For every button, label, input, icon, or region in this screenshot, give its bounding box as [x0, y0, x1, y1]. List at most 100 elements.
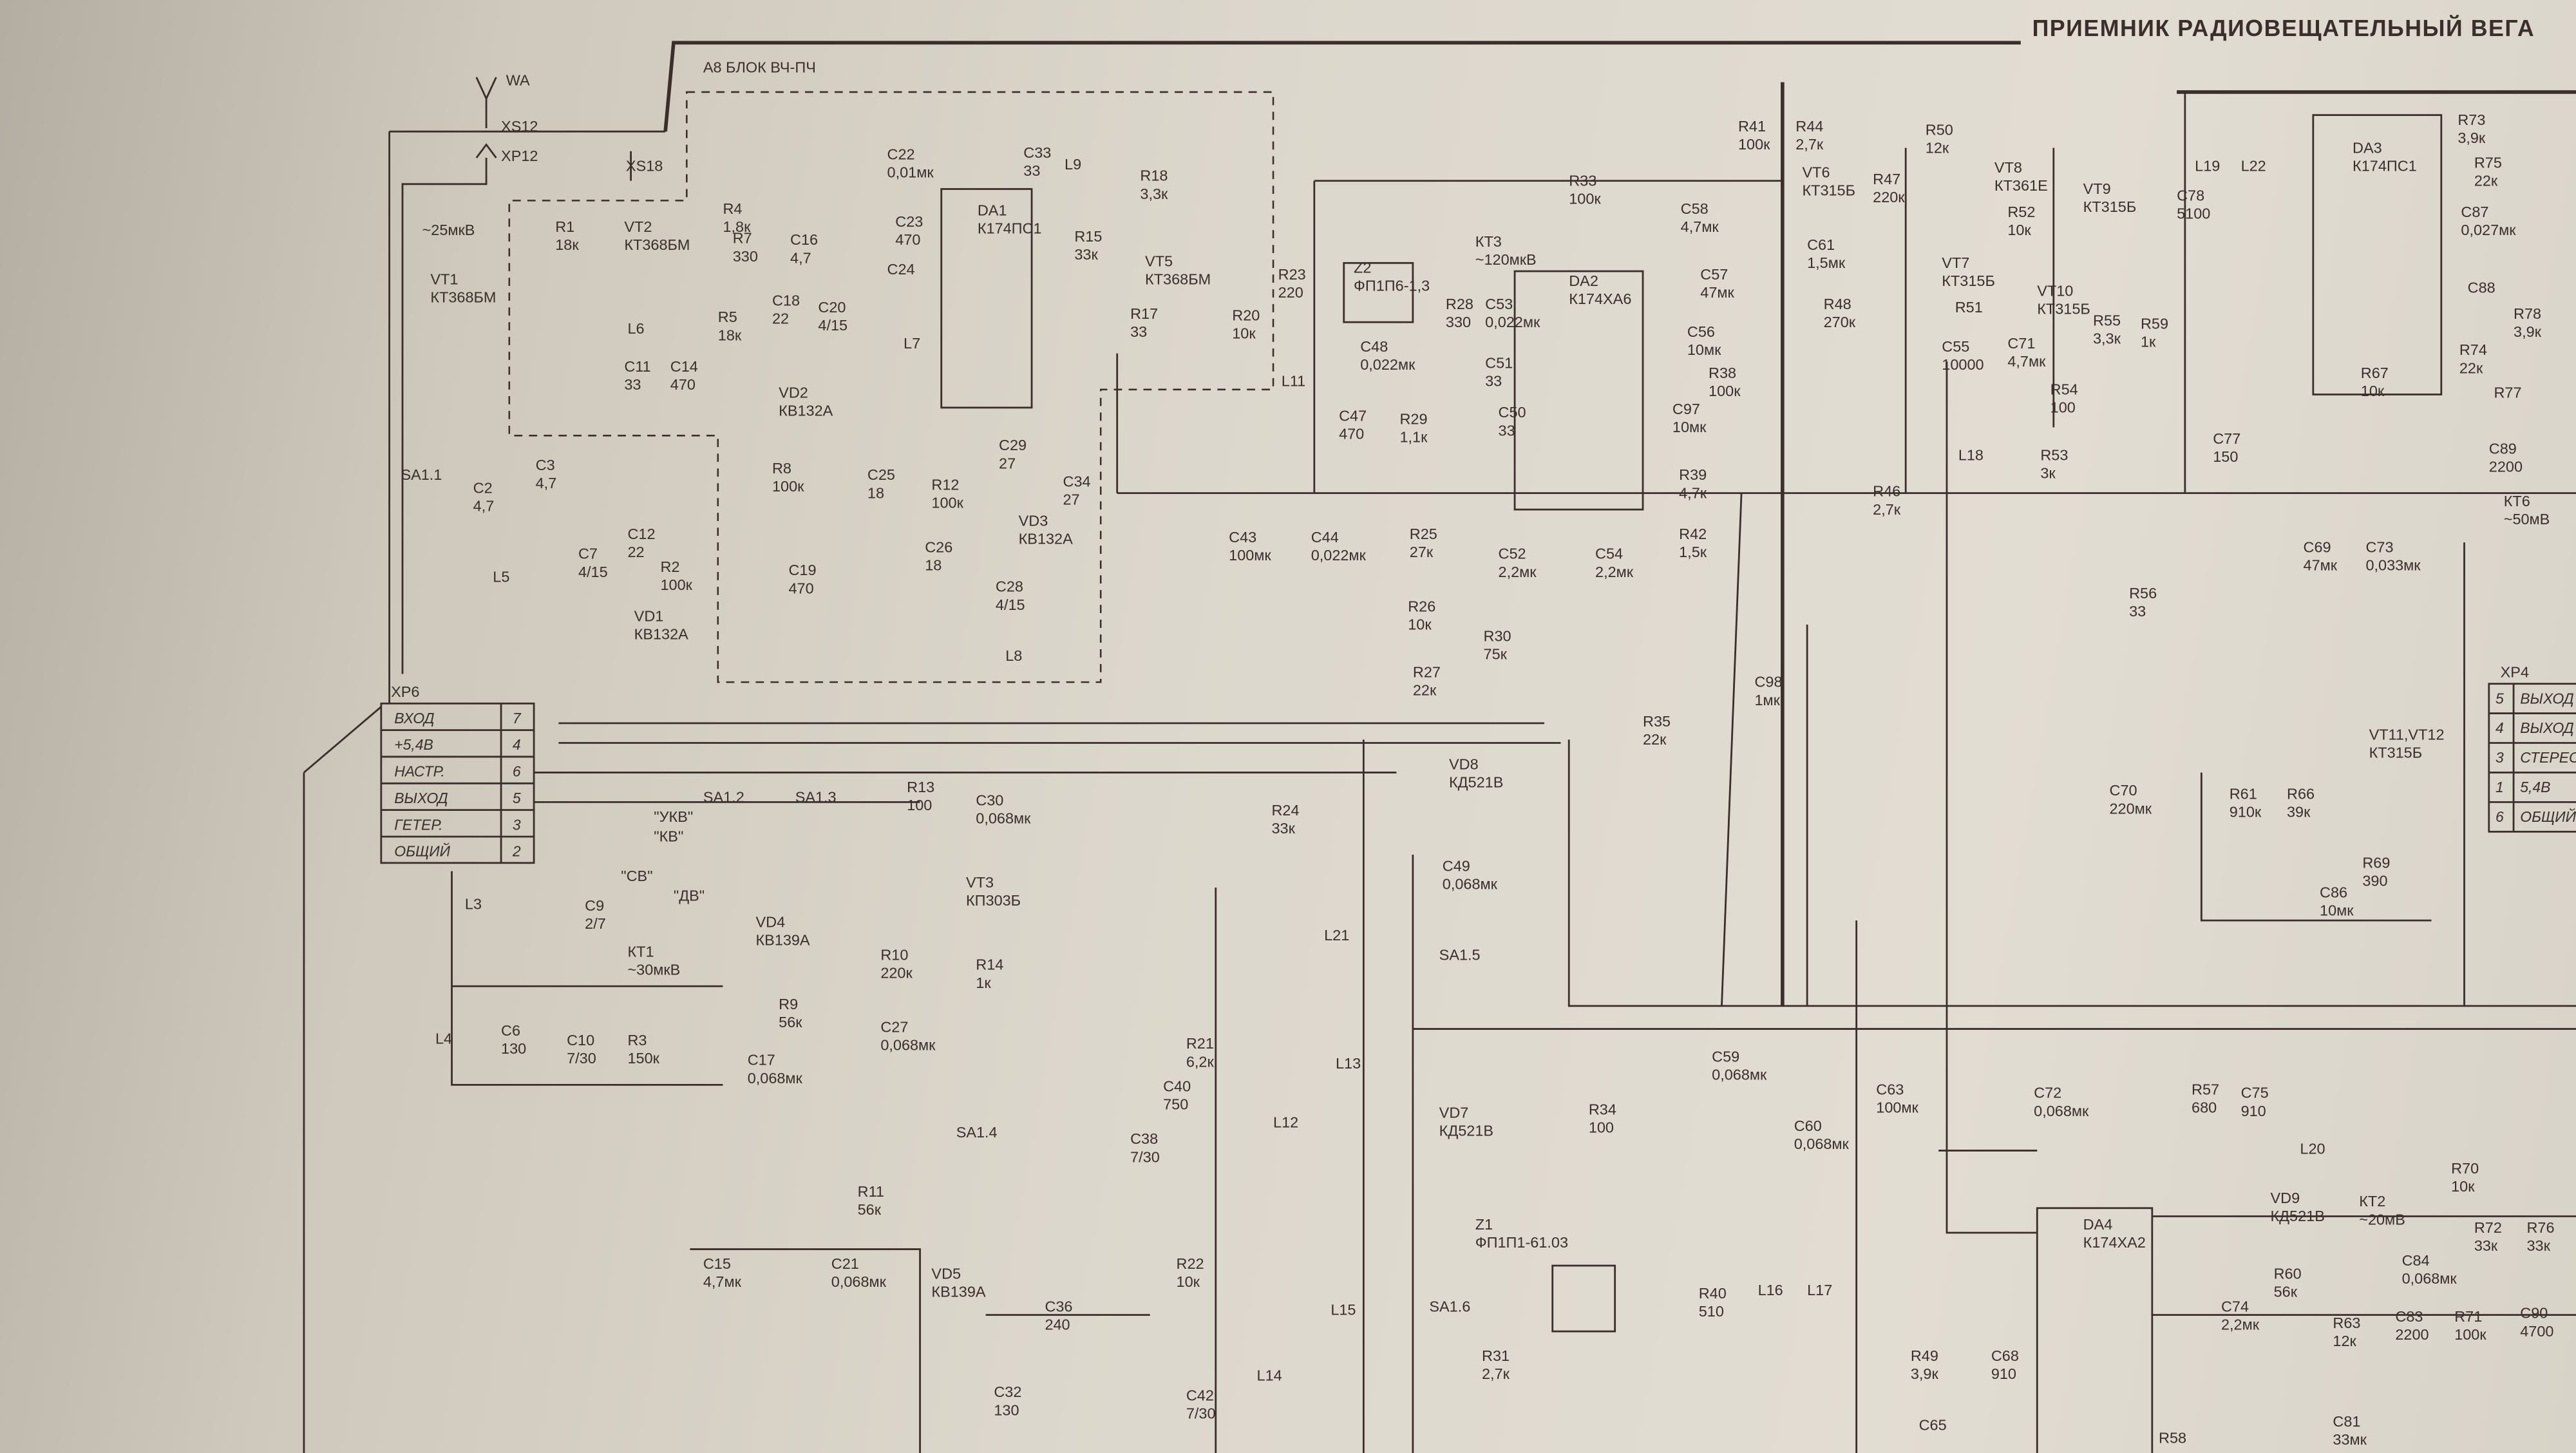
plug-xp12: XP12 [501, 147, 538, 164]
component-ref: R1 [555, 218, 574, 235]
component-ref: C18 [772, 292, 800, 309]
component-value: 4,7 [473, 498, 495, 515]
component-ref: R67 [2361, 365, 2389, 381]
component-value: 33к [2526, 1237, 2550, 1254]
component-value: 10к [2007, 222, 2031, 238]
component-value: 0,068мк [880, 1037, 936, 1054]
component-value: 22к [1413, 682, 1437, 699]
component-ref: КТ3 [1475, 233, 1502, 250]
connector-xp4-name: XP4 [2501, 663, 2529, 680]
component-value: 12к [1926, 139, 1949, 156]
component-ref: C90 [2520, 1305, 2548, 1322]
component-value: 100мк [1876, 1099, 1918, 1116]
component-value: 4,7 [790, 249, 811, 266]
component-value: 56к [2274, 1284, 2298, 1300]
component-ref: VD3 [1019, 513, 1048, 529]
xp4-pin-label: ВЫХОД [2520, 719, 2573, 736]
component-ref: SA1.2 [703, 788, 744, 805]
component-value: КТ315Б [2037, 300, 2090, 317]
component-value: 1,5мк [1807, 254, 1846, 271]
component-value: 33к [1271, 820, 1295, 837]
component-ref: R39 [1679, 466, 1707, 483]
component-ref: R18 [1140, 167, 1168, 184]
component-ref: C98 [1754, 674, 1782, 690]
component-value: 1,5к [1679, 544, 1707, 560]
xp6-pin-label: ВХОД [394, 710, 434, 726]
component-ref: L19 [2195, 157, 2220, 174]
component-ref: R35 [1643, 713, 1671, 730]
xp6-pin-label: ГЕТЕР. [394, 816, 442, 833]
component-value: 1к [976, 974, 991, 991]
component-value: 100мк [1229, 547, 1271, 564]
component-ref: C68 [1991, 1347, 2019, 1364]
component-value: 2,2мк [1499, 564, 1537, 580]
xp6-pin-label: +5,4В [394, 736, 433, 753]
component-ref: C10 [567, 1032, 594, 1049]
component-ref: R26 [1408, 598, 1435, 614]
component-ref: R72 [2474, 1219, 2502, 1236]
component-ref: DA3 [2353, 139, 2382, 156]
component-ref: VD2 [779, 385, 808, 401]
component-ref: R75 [2474, 154, 2502, 171]
component-ref: R3 [627, 1032, 647, 1049]
component-ref: L8 [1005, 647, 1022, 664]
component-value: 4,7мк [2007, 353, 2046, 370]
component-ref: C23 [895, 213, 923, 230]
xp6-pin-label: ВЫХОД [394, 790, 448, 806]
component-ref: VD4 [755, 913, 785, 930]
component-ref: C24 [887, 261, 915, 278]
component-value: КТ368БМ [430, 289, 496, 306]
component-value: 18 [867, 484, 884, 501]
component-ref: C58 [1681, 200, 1709, 217]
component-value: 220мк [2110, 800, 2152, 817]
xp4-pin-label: ВЫХОД [2520, 690, 2573, 707]
component-ref: VT10 [2037, 282, 2073, 299]
component-value: 4,7мк [1681, 218, 1719, 235]
component-ref: C44 [1311, 529, 1339, 546]
component-ref: R8 [772, 460, 791, 477]
component-value: 10мк [2320, 902, 2354, 918]
component-ref: R73 [2458, 111, 2485, 128]
component-ref: R46 [1873, 483, 1900, 500]
component-ref: DA1 [978, 202, 1007, 218]
component-ref: КТ6 [2504, 493, 2530, 509]
component-ref: R50 [1926, 121, 1953, 138]
component-ref: C25 [867, 466, 895, 483]
component-ref: R20 [1232, 307, 1260, 324]
component-value: 910к [2230, 803, 2262, 820]
component-value: 100к [772, 478, 804, 495]
component-value: 2,2мк [2221, 1316, 2260, 1333]
component-ref: C86 [2320, 884, 2347, 900]
component-value: ФП1П1-61.03 [1475, 1234, 1568, 1251]
component-value: 27 [999, 455, 1016, 471]
component-value: 6,2к [1186, 1053, 1215, 1070]
component-ref: VD5 [931, 1265, 961, 1282]
component-value: 130 [994, 1401, 1019, 1418]
component-value: 5100 [2177, 205, 2210, 222]
component-value: 2,2мк [1595, 564, 1634, 580]
component-ref: VD8 [1449, 755, 1479, 772]
component-value: 150 [2213, 448, 2238, 465]
component-ref: L15 [1331, 1302, 1356, 1318]
component-ref: C77 [2213, 430, 2240, 447]
component-value: 0,027мк [2461, 222, 2516, 238]
component-ref: VT1 [430, 271, 458, 287]
component-value: 220 [1278, 284, 1303, 301]
component-value: КП303Б [966, 892, 1021, 909]
component-value: 4,7 [536, 475, 557, 491]
xp6-pin-number: 4 [513, 736, 521, 753]
xp4-pin-label: СТЕРЕО [2520, 749, 2576, 766]
component-ref: SA1.6 [1429, 1298, 1470, 1315]
component-ref: C38 [1130, 1130, 1158, 1147]
component-ref: R47 [1873, 171, 1900, 187]
component-value: КВ132А [779, 403, 833, 419]
component-ref: C56 [1687, 323, 1715, 340]
component-ref: R51 [1955, 299, 1983, 316]
frame-lines [303, 41, 2576, 1453]
component-value: 510 [1699, 1303, 1724, 1320]
component-value: 240 [1045, 1316, 1070, 1333]
component-ref: C63 [1876, 1081, 1904, 1098]
component-value: 0,022мк [1311, 547, 1367, 564]
component-value: ~120мкВ [1475, 251, 1537, 268]
